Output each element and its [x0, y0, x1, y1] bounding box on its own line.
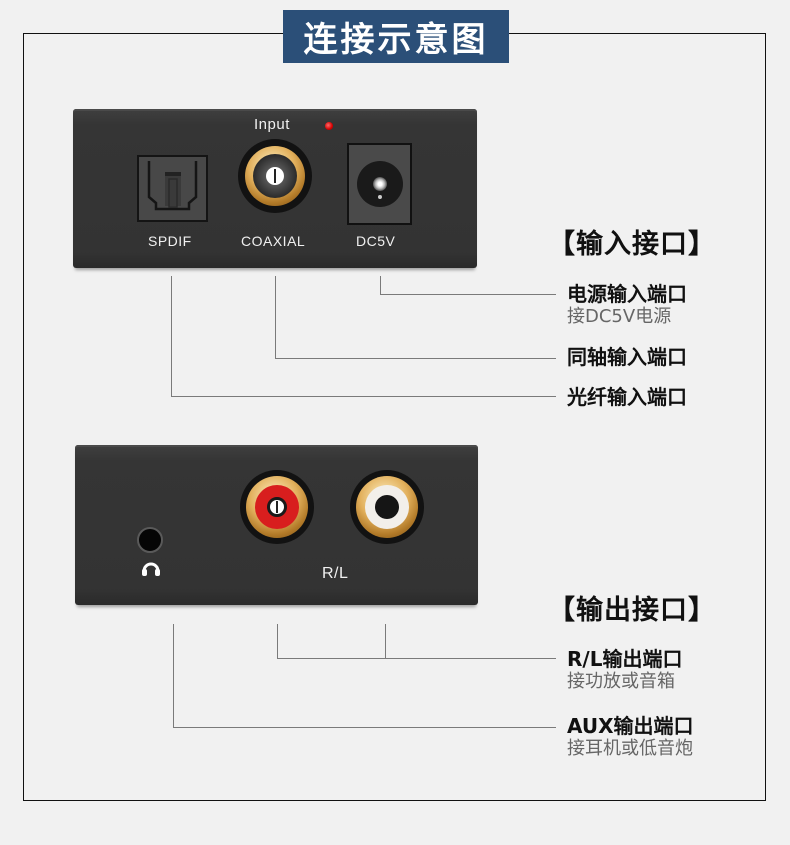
connector-line-spdif [171, 276, 172, 397]
callout-dc5v: 电源输入端口 接DC5V电源 [567, 282, 687, 328]
rca-right-red-port-icon [240, 470, 314, 544]
callout-sub: 接功放或音箱 [567, 671, 675, 692]
connector-line-aux [173, 624, 174, 728]
output-section-heading: 【输出接口】 [548, 595, 716, 626]
connector-line-spdif-h [171, 396, 556, 397]
connector-line-aux-h [173, 727, 556, 728]
input-section-heading: 【输入接口】 [548, 229, 716, 260]
led-indicator-icon [325, 122, 333, 130]
diagram-title: 连接示意图 [283, 10, 509, 63]
connector-line-rl-h [277, 658, 556, 659]
connector-line-l [385, 624, 386, 659]
dc-power-port-icon [347, 143, 412, 225]
spdif-label: SPDIF [148, 233, 192, 249]
callout-rl: R/L输出端口 接功放或音箱 [567, 647, 682, 693]
headphone-icon [142, 562, 160, 576]
input-label: Input [254, 116, 290, 133]
connector-line-coaxial [275, 276, 276, 359]
connector-line-coaxial-h [275, 358, 556, 359]
dc5v-label: DC5V [356, 233, 396, 249]
callout-sub: 接DC5V电源 [567, 306, 672, 327]
callout-coaxial: 同轴输入端口 [567, 345, 687, 369]
callout-aux: AUX输出端口 接耳机或低音炮 [567, 714, 694, 760]
callout-spdif: 光纤输入端口 [567, 385, 687, 409]
callout-main: 光纤输入端口 [567, 385, 687, 409]
callout-main: AUX输出端口 [567, 714, 694, 738]
rl-label: R/L [322, 565, 349, 582]
callout-main: 同轴输入端口 [567, 345, 687, 369]
rca-left-white-port-icon [350, 470, 424, 544]
callout-main: R/L输出端口 [567, 647, 683, 671]
coaxial-port-icon [238, 139, 312, 213]
connector-line-r [277, 624, 278, 659]
callout-sub: 接耳机或低音炮 [567, 738, 693, 759]
connector-line-dc5v [380, 276, 381, 295]
coaxial-label: COAXIAL [241, 233, 306, 249]
callout-main: 电源输入端口 [567, 282, 687, 306]
optical-port-icon [137, 155, 208, 222]
aux-jack-icon [137, 527, 163, 553]
connector-line-dc5v-h [380, 294, 556, 295]
